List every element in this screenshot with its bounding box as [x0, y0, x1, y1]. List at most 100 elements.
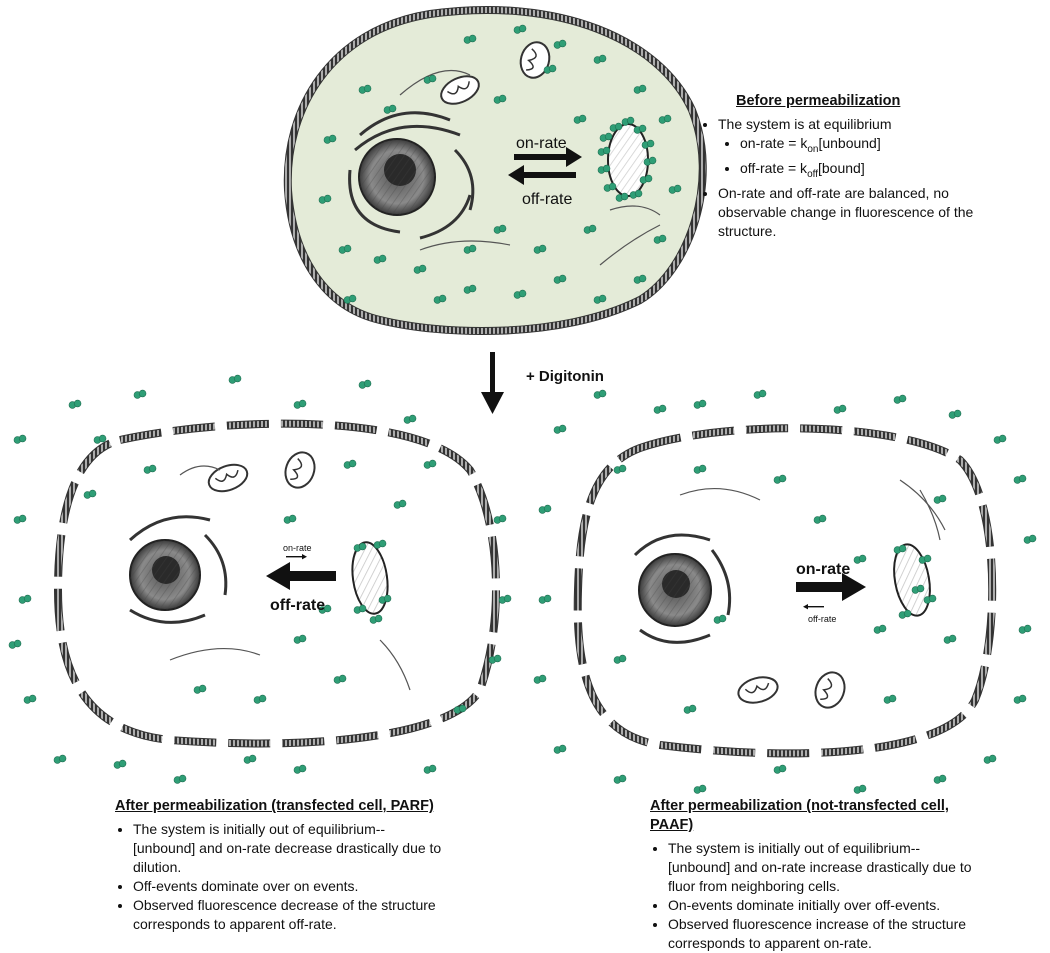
- fluorophore-dot: [643, 156, 657, 166]
- fluorophore-dot: [813, 514, 827, 524]
- fluorophore-dot: [1013, 474, 1027, 484]
- left-golgi: [128, 515, 228, 624]
- fluorophore-dot: [653, 404, 667, 414]
- fluorophore-dot: [358, 84, 372, 94]
- fluorophore-dot: [583, 224, 597, 234]
- note-bullet: Observed fluorescence increase of the st…: [668, 915, 980, 953]
- fluorophore-dot: [373, 539, 387, 549]
- note-bullet: Observed fluorescence decrease of the st…: [133, 896, 445, 934]
- fluorophore-dot: [533, 674, 547, 684]
- note-bullet: Off-events dominate over on events.: [133, 877, 445, 896]
- fluorophore-dot: [633, 274, 647, 284]
- fluorophore-dot: [621, 116, 635, 126]
- left-mitochondrion-2: [284, 451, 316, 489]
- fluorophore-dot: [513, 24, 527, 34]
- fluorophore-dot: [463, 284, 477, 294]
- fluorophore-dot: [599, 132, 613, 142]
- fluorophore-dot: [403, 414, 417, 424]
- fluorophore-dot: [933, 774, 947, 784]
- fluorophore-dot: [463, 34, 477, 44]
- note-bullet: The system is initially out of equilibri…: [133, 820, 445, 877]
- top-structure: [607, 123, 649, 197]
- note-bullet: The system is initially out of equilibri…: [668, 839, 980, 896]
- fluorophore-dot: [893, 544, 907, 554]
- fluorophore-dot: [593, 54, 607, 64]
- right-golgi: [633, 533, 732, 644]
- note-bullet: The system is at equilibrium on-rate = k…: [718, 115, 1000, 184]
- fluorophore-dot: [93, 434, 107, 444]
- right-mitochondrion-1: [737, 676, 779, 704]
- fluorophore-dot: [488, 654, 502, 664]
- fluorophore-dot: [639, 174, 653, 184]
- top-cell: [283, 6, 707, 335]
- fluorophore-dot: [653, 234, 667, 244]
- fluorophore-dot: [633, 84, 647, 94]
- right-rate-arrows: [796, 573, 866, 610]
- fluorophore-dot: [1023, 534, 1037, 544]
- fluorophore-dot: [358, 379, 372, 389]
- top-off-rate-label: off-rate: [522, 191, 573, 208]
- fluorophore-dot: [423, 459, 437, 469]
- fluorophore-dot: [493, 224, 507, 234]
- fluorophore-dot: [893, 394, 907, 404]
- fluorophore-dot: [353, 604, 367, 614]
- note-heading: After permeabilization (transfected cell…: [115, 798, 434, 814]
- fluorophore-dot: [713, 614, 727, 624]
- fluorophore-dot: [693, 784, 707, 794]
- fluorophore-dot: [378, 594, 392, 604]
- note-heading: Before permeabilization: [736, 93, 901, 109]
- fluorophore-dot: [883, 694, 897, 704]
- note-sub-bullet-off-rate: off-rate = koff[bound]: [740, 159, 1000, 184]
- fluorophore-dot: [853, 784, 867, 794]
- fluorophore-dot: [553, 39, 567, 49]
- fluorophore-dot: [13, 514, 27, 524]
- fluorophore-dot: [597, 164, 611, 174]
- fluorophore-dot: [773, 474, 787, 484]
- fluorophore-dot: [773, 764, 787, 774]
- fluorophore-dot: [911, 584, 925, 594]
- fluorophore-dot: [283, 514, 297, 524]
- fluorophore-dot: [693, 399, 707, 409]
- note-sub-bullet-on-rate: on-rate = kon[unbound]: [740, 134, 1000, 159]
- fluorophore-dot: [603, 182, 617, 192]
- fluorophore-dot: [463, 244, 477, 254]
- fluorophore-dot: [553, 744, 567, 754]
- fluorophore-dots: [8, 24, 1037, 794]
- left-cell: [53, 419, 501, 748]
- note-bullets: The system is initially out of equilibri…: [650, 839, 980, 953]
- right-off-rate-label: off-rate: [808, 614, 836, 624]
- fluorophore-dot: [369, 614, 383, 624]
- top-equilibrium-arrows: [508, 147, 582, 185]
- fluorophore-dot: [243, 754, 257, 764]
- note-sub-bullets: on-rate = kon[unbound] off-rate = koff[b…: [718, 134, 1000, 184]
- fluorophore-dot: [943, 634, 957, 644]
- fluorophore-dot: [693, 464, 707, 474]
- fluorophore-dot: [923, 594, 937, 604]
- fluorophore-dot: [228, 374, 242, 384]
- fluorophore-dot: [13, 434, 27, 444]
- fluorophore-dot: [593, 389, 607, 399]
- right-mitochondrion-2: [814, 671, 846, 709]
- fluorophore-dot: [609, 122, 623, 132]
- digitonin-label: + Digitonin: [526, 368, 604, 385]
- left-structure: [351, 541, 389, 615]
- fluorophore-dot: [553, 424, 567, 434]
- fluorophore-dot: [23, 694, 37, 704]
- fluorophore-dot: [323, 134, 337, 144]
- fluorophore-dot: [173, 774, 187, 784]
- fluorophore-dot: [918, 554, 932, 564]
- note-bullets: The system is at equilibrium on-rate = k…: [700, 115, 1000, 241]
- fluorophore-dot: [613, 464, 627, 474]
- left-rate-arrows: [266, 554, 336, 590]
- parf-note: After permeabilization (transfected cell…: [115, 797, 445, 934]
- fluorophore-dot: [423, 764, 437, 774]
- fluorophore-dot: [343, 459, 357, 469]
- left-on-rate-label: on-rate: [283, 543, 312, 553]
- fluorophore-dot: [293, 399, 307, 409]
- fluorophore-dot: [373, 254, 387, 264]
- right-on-rate-label: on-rate: [796, 561, 850, 578]
- fluorophore-dot: [553, 274, 567, 284]
- fluorophore-dot: [613, 774, 627, 784]
- fluorophore-dot: [293, 764, 307, 774]
